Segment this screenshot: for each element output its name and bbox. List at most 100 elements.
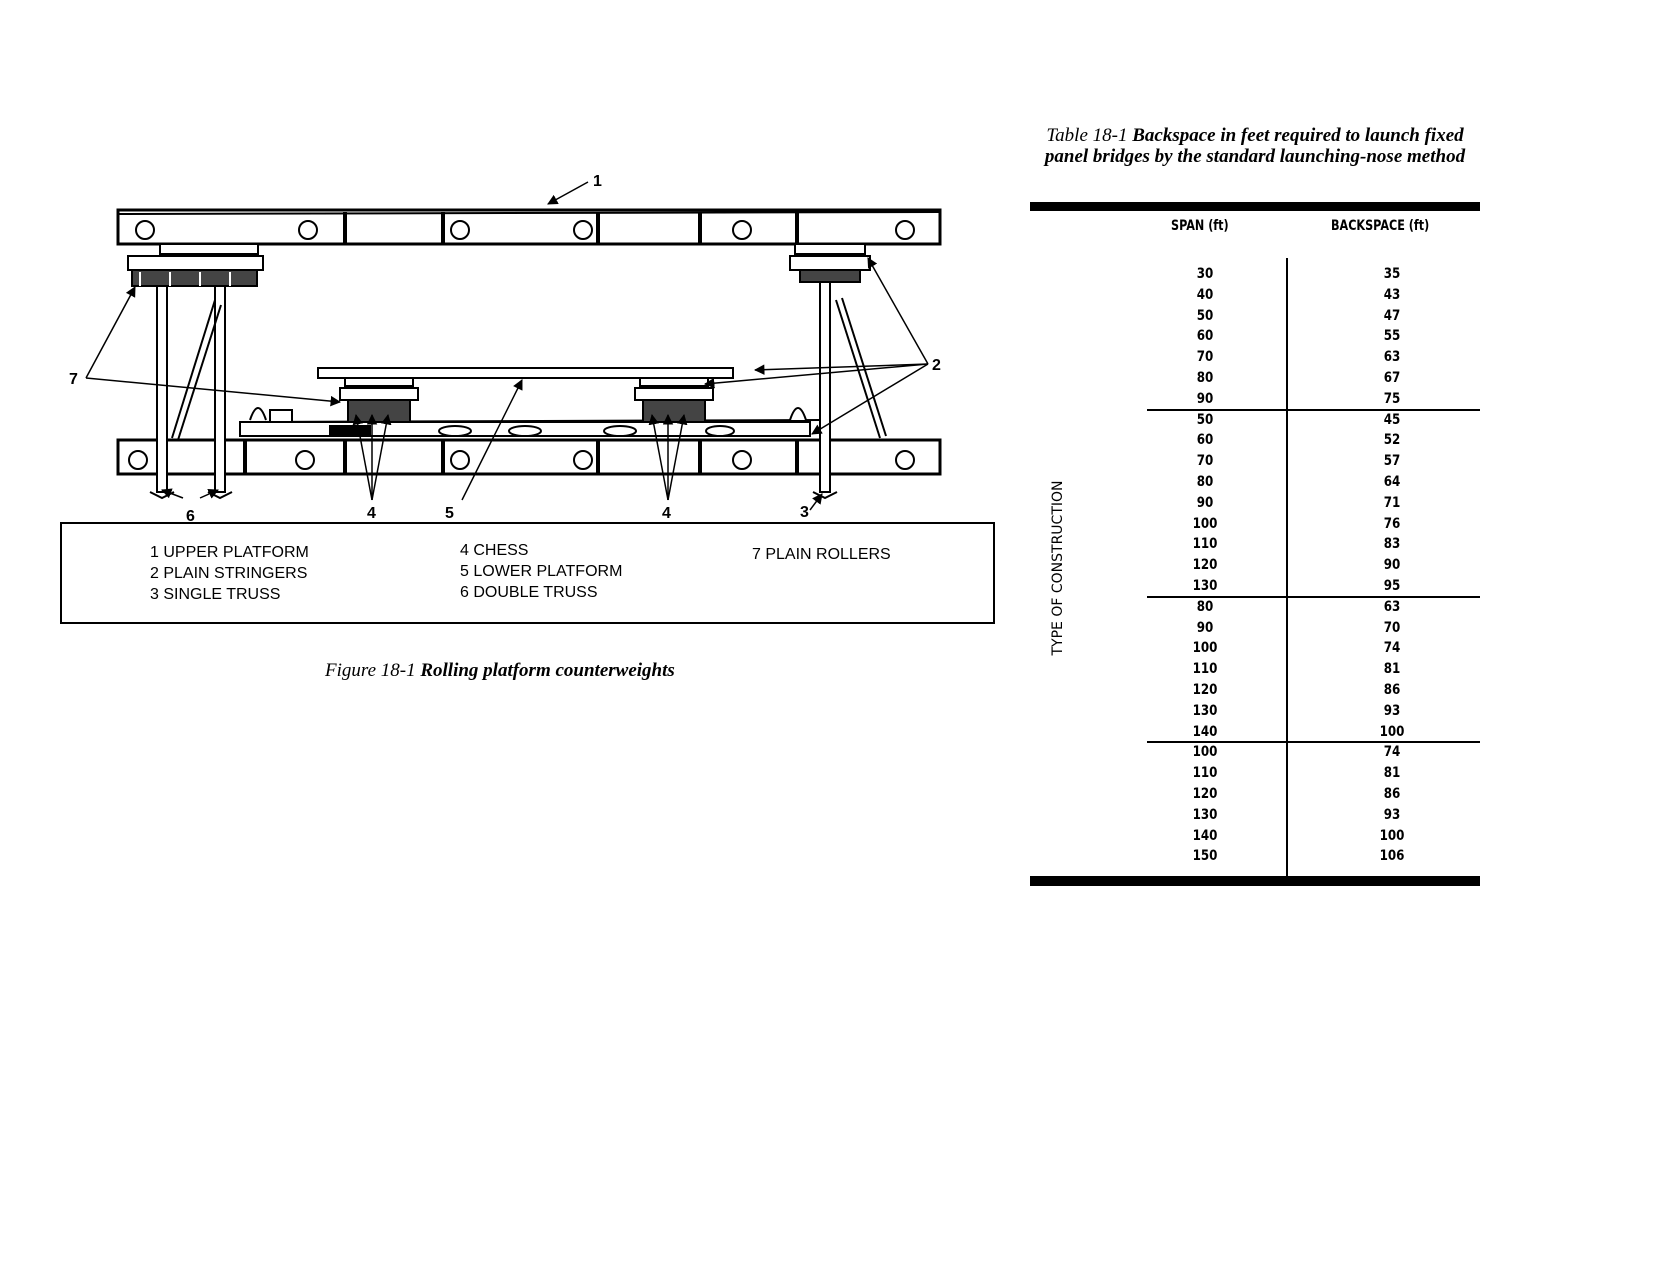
truss-posts: [149, 281, 887, 500]
lower-rollers: [339, 377, 714, 423]
figure-caption-label: Figure 18-1: [325, 660, 416, 681]
span-value: 130: [1192, 806, 1218, 823]
callout-4-left: 4: [367, 505, 376, 522]
backspace-value: 83: [1383, 536, 1401, 553]
backspace-value: 86: [1383, 786, 1401, 802]
callout-5: 5: [445, 505, 454, 522]
backspace-value: 95: [1383, 578, 1401, 594]
backspace-value: 74: [1383, 640, 1401, 657]
callout-2: 2: [932, 357, 941, 374]
backspace-value: 43: [1383, 286, 1401, 303]
leader-arrows: [85, 181, 929, 511]
span-value: 70: [1196, 453, 1214, 470]
lower-platform: [239, 367, 821, 437]
upper-beam: [116, 208, 942, 246]
backspace-value: 63: [1383, 598, 1401, 615]
callout-4-right: 4: [662, 505, 671, 522]
backspace-value: 90: [1383, 557, 1401, 574]
backspace-value: 47: [1383, 307, 1401, 324]
span-value: 40: [1196, 286, 1214, 303]
backspace-value: 100: [1379, 827, 1405, 844]
span-value: 120: [1192, 682, 1218, 698]
backspace-value: 55: [1383, 328, 1401, 345]
backspace-value: 67: [1383, 370, 1401, 386]
span-value: 80: [1196, 370, 1214, 386]
span-value: 120: [1192, 786, 1218, 802]
table-title-text: Backspace in feet required to launch fix…: [1044, 125, 1466, 167]
span-value: 80: [1196, 474, 1214, 490]
span-value: 130: [1192, 578, 1218, 594]
span-value: 90: [1196, 494, 1214, 511]
type-of-construction-label: TYPE OF CONSTRUCTION: [1050, 480, 1066, 656]
table-title: Table 18-1 Backspace in feet required to…: [1030, 125, 1480, 167]
span-value: 110: [1192, 661, 1218, 678]
callout-3: 3: [800, 504, 809, 521]
legend-item: 4 CHESS: [460, 542, 529, 559]
backspace-value: 71: [1383, 494, 1401, 511]
span-value: 50: [1196, 411, 1214, 428]
group-divider: [1147, 408, 1480, 411]
span-value: 130: [1192, 702, 1218, 719]
span-value: 30: [1196, 266, 1214, 282]
legend-item: 5 LOWER PLATFORM: [460, 563, 623, 580]
table-top-rule: [1030, 202, 1480, 211]
backspace-value: 70: [1383, 619, 1401, 636]
backspace-value: 81: [1383, 765, 1401, 782]
backspace-value: 74: [1383, 744, 1401, 761]
legend-item: 1 UPPER PLATFORM: [150, 544, 309, 561]
legend-column-1: 1 UPPER PLATFORM 2 PLAIN STRINGERS 3 SIN…: [150, 542, 309, 605]
span-value: 140: [1192, 723, 1218, 740]
span-value: 50: [1196, 307, 1214, 324]
backspace-value: 86: [1383, 682, 1401, 698]
backspace-value: 93: [1383, 806, 1401, 823]
column-header-span: SPAN (ft): [1171, 218, 1229, 234]
span-value: 110: [1192, 536, 1218, 553]
backspace-value: 45: [1383, 411, 1401, 428]
table-title-label: Table 18-1: [1046, 125, 1128, 146]
backspace-value: 75: [1383, 390, 1401, 407]
span-value: 140: [1192, 827, 1218, 844]
backspace-value: 35: [1383, 266, 1401, 282]
span-value: 120: [1192, 557, 1218, 574]
group-divider: [1147, 595, 1480, 598]
backspace-value: 81: [1383, 661, 1401, 678]
legend-item: 7 PLAIN ROLLERS: [752, 546, 891, 563]
callout-7: 7: [69, 371, 78, 388]
upper-left-rollers: [127, 243, 264, 287]
span-value: 100: [1192, 744, 1218, 761]
span-value: 150: [1192, 848, 1218, 865]
span-value: 90: [1196, 619, 1214, 636]
span-value: 70: [1196, 349, 1214, 366]
backspace-value: 93: [1383, 702, 1401, 719]
column-divider: [1286, 258, 1288, 876]
span-value: 100: [1192, 640, 1218, 657]
legend-item: 2 PLAIN STRINGERS: [150, 565, 308, 582]
backspace-value: 57: [1383, 453, 1401, 470]
figure-caption: Figure 18-1 Rolling platform counterweig…: [325, 660, 675, 682]
backspace-value: 100: [1379, 723, 1405, 740]
span-value: 80: [1196, 598, 1214, 615]
backspace-value: 64: [1383, 474, 1401, 490]
lower-beam: [116, 438, 942, 476]
backspace-value: 52: [1383, 432, 1401, 449]
backspace-value: 76: [1383, 515, 1401, 532]
span-value: 90: [1196, 390, 1214, 407]
table-bottom-rule: [1030, 876, 1480, 886]
span-value: 60: [1196, 328, 1214, 345]
backspace-value: 63: [1383, 349, 1401, 366]
figure-legend: 1 UPPER PLATFORM 2 PLAIN STRINGERS 3 SIN…: [60, 522, 995, 624]
backspace-value: 106: [1379, 848, 1405, 865]
span-value: 100: [1192, 515, 1218, 532]
group-divider: [1147, 741, 1480, 744]
legend-item: 3 SINGLE TRUSS: [150, 586, 281, 603]
column-header-backspace: BACKSPACE (ft): [1331, 218, 1430, 234]
span-value: 60: [1196, 432, 1214, 449]
legend-column-3: 7 PLAIN ROLLERS: [752, 544, 891, 565]
callout-6: 6: [186, 508, 195, 525]
callout-1: 1: [593, 173, 602, 190]
legend-item: 6 DOUBLE TRUSS: [460, 584, 598, 601]
legend-column-2: 4 CHESS 5 LOWER PLATFORM 6 DOUBLE TRUSS: [460, 540, 622, 603]
span-value: 110: [1192, 765, 1218, 782]
figure-caption-title: Rolling platform counterweights: [420, 660, 675, 681]
